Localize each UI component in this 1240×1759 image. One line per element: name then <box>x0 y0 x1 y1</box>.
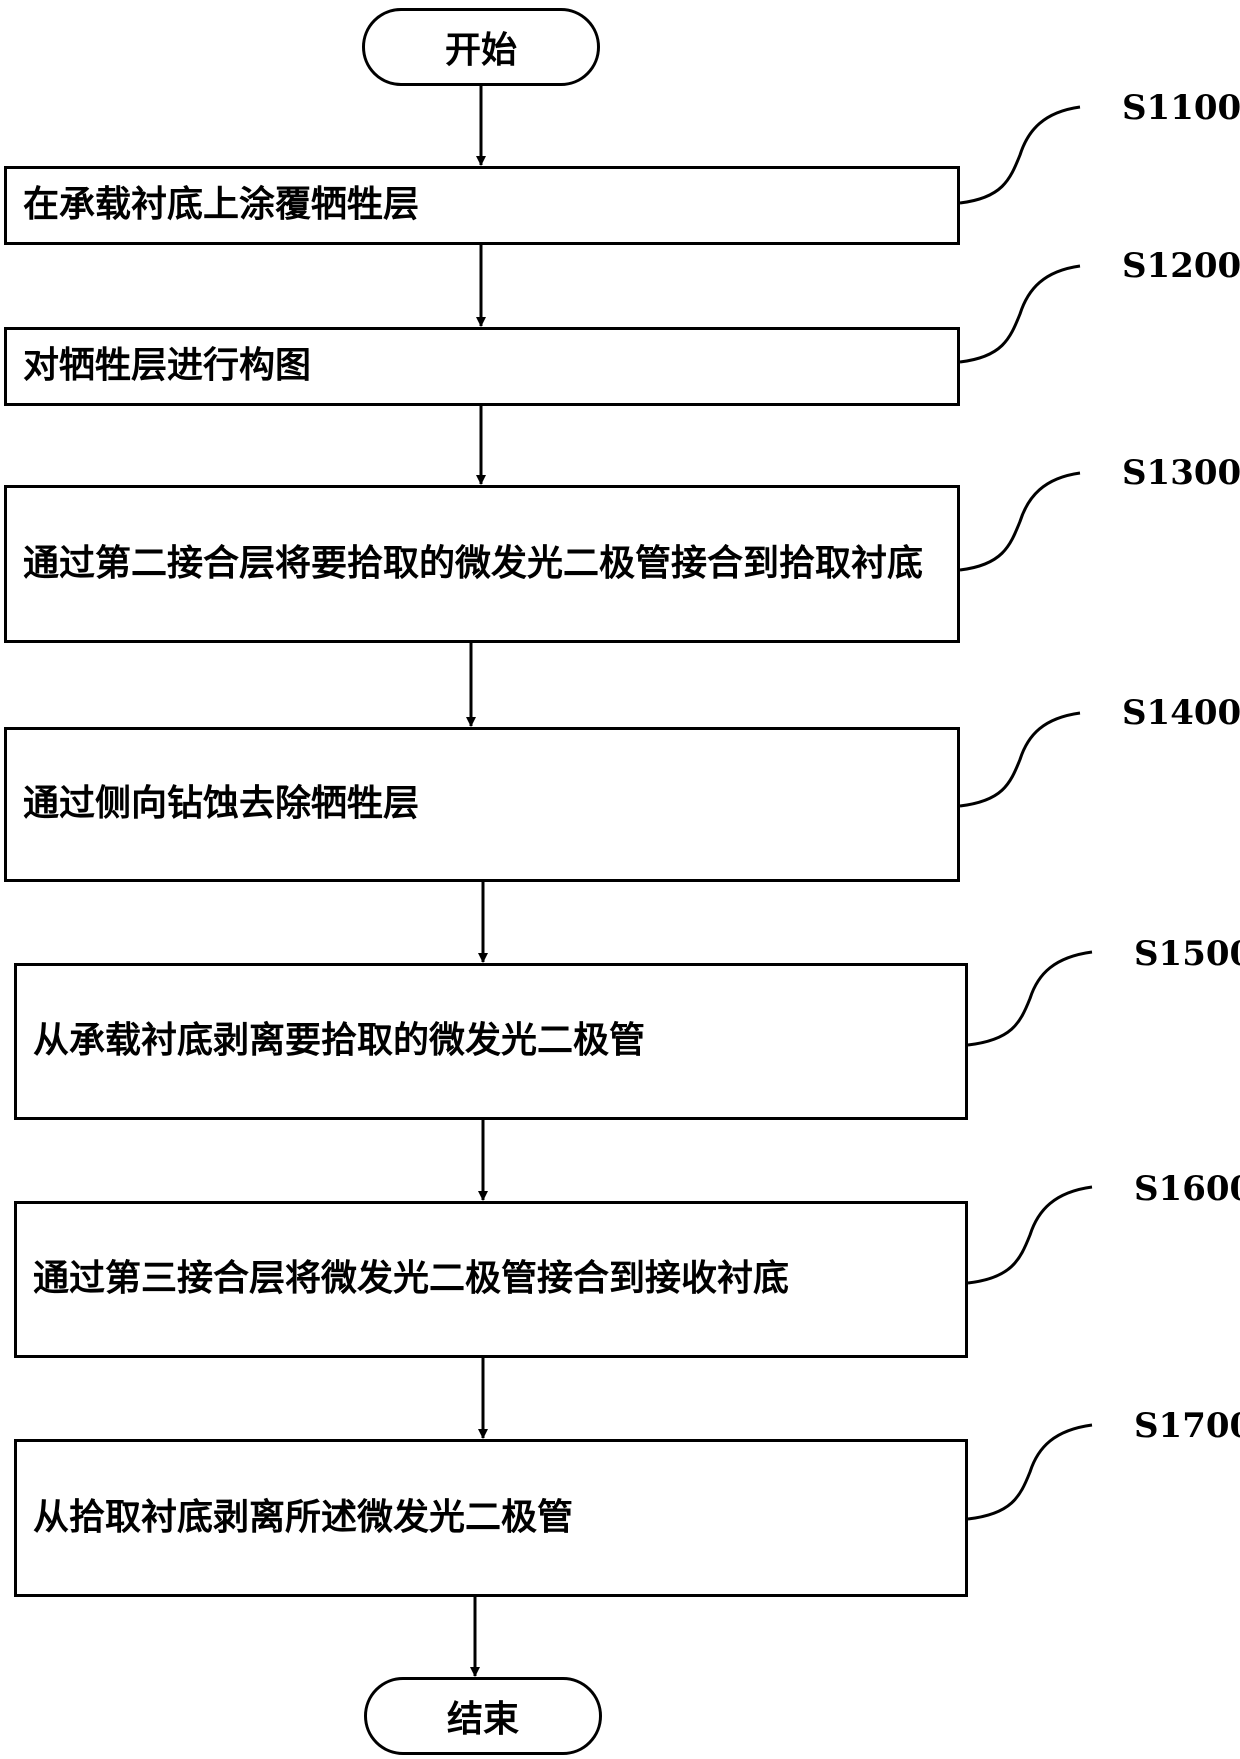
step-label-s1400: S1400 <box>1122 693 1240 733</box>
step-text-s1400: 通过侧向钻蚀去除牺牲层 <box>23 780 419 829</box>
step-box-s1200: 对牺牲层进行构图 <box>4 327 960 406</box>
leader-s1100 <box>960 107 1080 203</box>
step-label-s1200: S1200 <box>1122 246 1240 286</box>
step-text-s1300: 通过第二接合层将要拾取的微发光二极管接合到拾取衬底 <box>23 540 923 589</box>
leader-s1300 <box>960 473 1080 570</box>
step-label-s1300: S1300 <box>1122 453 1240 493</box>
step-label-s1100: S1100 <box>1122 88 1240 128</box>
step-text-s1600: 通过第三接合层将微发光二极管接合到接收衬底 <box>33 1255 789 1304</box>
leader-s1600 <box>968 1187 1092 1283</box>
start-terminal: 开始 <box>362 8 600 86</box>
step-label-s1600: S1600 <box>1134 1169 1240 1209</box>
leader-s1200 <box>960 266 1080 362</box>
leader-s1400 <box>960 713 1080 806</box>
step-box-s1300: 通过第二接合层将要拾取的微发光二极管接合到拾取衬底 <box>4 485 960 643</box>
end-terminal: 结束 <box>364 1677 602 1755</box>
leader-s1700 <box>968 1425 1092 1519</box>
end-label: 结束 <box>447 1690 519 1742</box>
step-box-s1600: 通过第三接合层将微发光二极管接合到接收衬底 <box>14 1201 968 1358</box>
step-text-s1700: 从拾取衬底剥离所述微发光二极管 <box>33 1494 573 1543</box>
step-text-s1500: 从承载衬底剥离要拾取的微发光二极管 <box>33 1017 645 1066</box>
step-label-s1500: S1500 <box>1134 934 1240 974</box>
step-box-s1400: 通过侧向钻蚀去除牺牲层 <box>4 727 960 882</box>
step-label-s1700: S1700 <box>1134 1406 1240 1446</box>
step-box-s1100: 在承载衬底上涂覆牺牲层 <box>4 166 960 245</box>
step-box-s1700: 从拾取衬底剥离所述微发光二极管 <box>14 1439 968 1597</box>
step-text-s1100: 在承载衬底上涂覆牺牲层 <box>23 181 419 230</box>
start-label: 开始 <box>445 21 517 73</box>
leader-s1500 <box>968 952 1092 1045</box>
step-box-s1500: 从承载衬底剥离要拾取的微发光二极管 <box>14 963 968 1120</box>
step-text-s1200: 对牺牲层进行构图 <box>23 342 311 391</box>
